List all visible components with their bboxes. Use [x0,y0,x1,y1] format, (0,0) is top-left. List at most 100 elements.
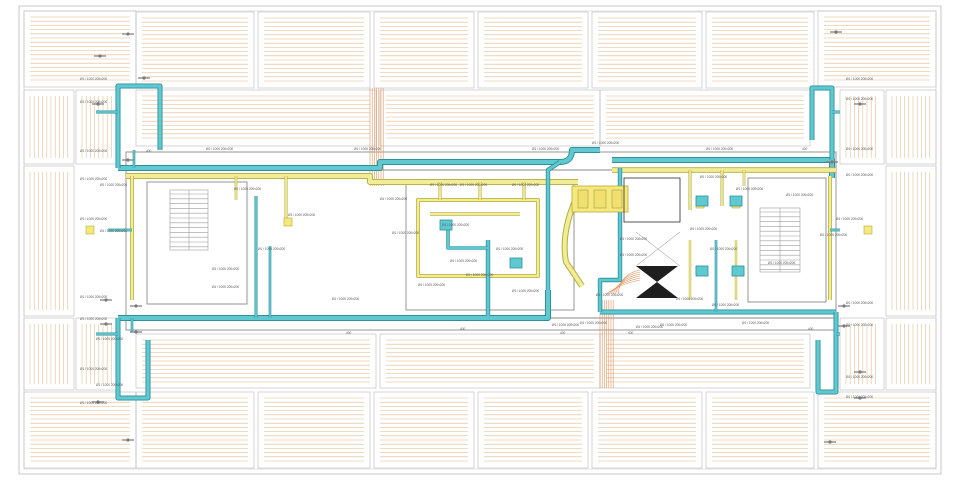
tag-label: Ø1 / 1000 200x200 [836,217,863,221]
riser-a [369,88,384,186]
duct-teal-bottom-main-fill [118,290,550,320]
heating-loop [824,397,930,462]
heating-loop [891,324,931,384]
heating-zone-frame [885,89,937,165]
tag-label: Ø1 / 1000 200x200 [660,323,687,327]
grille-node [104,322,108,326]
tag-label: Ø1 / 1000 200x200 [592,141,619,145]
fan-unit-4 [729,195,743,207]
stair-right-treads [760,208,800,272]
tag-label: Ø1 / 1000 200x200 [620,253,647,257]
stair-icon [759,207,801,273]
heating-zone-frame [591,11,703,89]
heating-zone-frame [23,317,75,391]
heating-loop [142,95,370,139]
grille-node [126,32,130,36]
grille-node [104,298,108,302]
tag-label: Ø1 / 1000 200x200 [442,223,469,227]
grille-node [96,102,100,106]
tag-label: Ø1 / 1000 200x200 [460,183,487,187]
duct-teal-center-riser-fill [546,160,561,290]
diffuser [863,225,873,235]
stair-room-left [146,181,248,305]
duct-teal-plant-branch-fill [446,226,488,250]
hourglass-top [636,266,678,282]
tag-label: Ø1 / 1000 200x200 [466,273,493,277]
duct-yellow-plant-loop-fill [416,198,540,278]
tag-label: Ø1 / 1000 200x200 [846,97,873,101]
tag-label: Ø1 / 1000 200x200 [80,401,107,405]
heating-loop [29,324,69,384]
heating-zone-frame [885,317,937,391]
tag-label: Ø1 / 1000 200x200 [212,267,239,271]
heating-loop [264,397,364,462]
hourglass-diagonal-2 [635,231,681,267]
grille-node [858,370,862,374]
heating-loop [30,397,130,462]
heating-loop [142,397,248,462]
heating-loop [142,17,248,82]
ahu-section-1 [577,189,589,209]
heating-loop [845,96,876,158]
heating-zone-frame [477,11,589,89]
heating-zone-frame [477,391,589,469]
tag-label: Ø1 / 1000 200x200 [206,147,233,151]
heating-loop [598,397,696,462]
tag-label: Ø1 / 1000 200x200 [846,301,873,305]
air-handling-unit [571,177,681,223]
grille-node [134,304,138,308]
heating-zone-frame [705,11,815,89]
heating-zone-frame [373,11,475,89]
tag-label: Ø1 / 1000 200x200 [710,247,737,251]
heating-zone-frame [885,165,937,317]
height-label: 400 [802,147,808,151]
heating-loop [712,17,808,82]
tag-label: Ø1 / 1000 200x200 [532,147,559,151]
tag-label: Ø1 / 1000 200x200 [596,293,623,297]
core-outline [125,151,837,331]
tag-label: Ø1 / 1000 200x200 [620,237,647,241]
tag-label: Ø1 / 1000 200x200 [354,147,381,151]
building-outline [18,5,942,475]
grille-node [96,400,100,404]
heating-zone-frame [373,391,475,469]
heating-zone-frame [135,391,255,469]
tag-label: Ø1 / 1000 200x200 [846,375,873,379]
duct-teal-top-main-fill [118,148,600,170]
tag-label: Ø1 / 1000 200x200 [552,323,579,327]
tag-label: Ø1 / 1000 200x200 [846,77,873,81]
diffuser [85,225,95,235]
heating-loop [891,96,931,158]
height-label: 400 [460,327,466,331]
tag-label: Ø1 / 1000 200x200 [512,289,539,293]
heating-loop [386,95,594,139]
tag-label: Ø1 / 1000 200x200 [496,247,523,251]
tag-label: Ø1 / 1000 200x200 [636,325,663,329]
heating-loop [845,324,876,384]
tag-label: Ø1 / 1000 200x200 [80,177,107,181]
tag-label: Ø1 / 1000 200x200 [450,259,477,263]
diffuser [283,217,293,227]
tag-label: Ø1 / 1000 200x200 [80,295,107,299]
tag-label: Ø1 / 1000 200x200 [80,317,107,321]
stair-left-treads [170,190,208,250]
heating-zone-frame [257,391,371,469]
supply-ducts [115,83,839,401]
tag-label: Ø1 / 1000 200x200 [430,183,457,187]
heating-loop [81,324,112,384]
fan-unit-5 [695,265,709,277]
grille-node [834,30,838,34]
riser-pipe [615,271,641,295]
ahu-frame [623,177,681,223]
heating-loop [712,397,808,462]
tag-label: Ø1 / 1000 200x200 [736,187,763,191]
heating-zone-frame [23,165,75,317]
heating-loop [29,96,69,158]
tag-label: Ø1 / 1000 200x200 [80,149,107,153]
diffusers [85,30,873,444]
tag-label: Ø1 / 1000 200x200 [820,233,847,237]
grille-node [858,396,862,400]
heating-zone-frame [839,317,885,391]
heating-loop [484,17,582,82]
heating-loop [484,397,582,462]
